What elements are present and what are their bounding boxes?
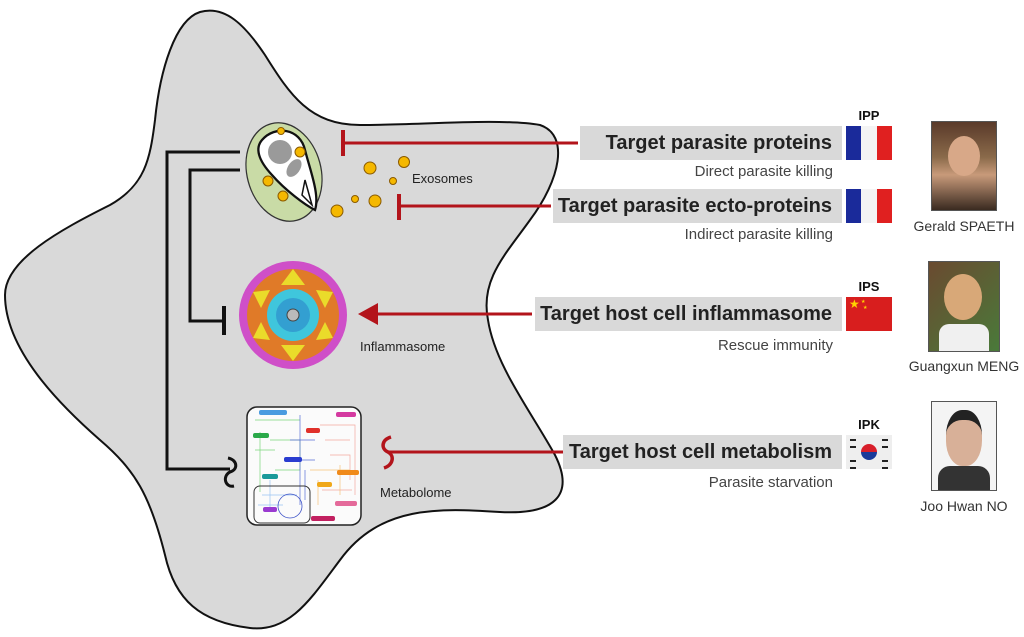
parasite-to-metabolome-line [165,150,240,471]
korea-flag-icon [846,435,892,469]
strategy-subtitle: Rescue immunity [717,337,833,354]
person-name: Joo Hwan NO [920,498,1008,514]
strategy-subtitle: Indirect parasite killing [684,226,833,243]
target-metabolism-modulation-icon [381,435,394,470]
parasite-nucleus [268,140,292,164]
institute-label-ipk: IPK [858,417,880,432]
institute-label-ipp: IPP [858,108,880,123]
person-photo-gerald-spaeth [931,121,997,211]
person-photo-joo-hwan-no [931,401,997,491]
parasite-flagellar-pocket [301,179,314,208]
exosomes-label: Exosomes [412,171,473,186]
institute-label-ips: IPS [858,279,880,294]
strategy-subtitle: Direct parasite killing [694,163,833,180]
inflammasome-label: Inflammasome [360,339,446,354]
person-name: Guangxun MENG [908,358,1020,374]
strategy-target-parasite-proteins: Target parasite proteins [580,126,842,160]
strategy-subtitle: Parasite starvation [708,474,833,491]
parasite-organelle [286,159,302,177]
exosomes [262,127,410,218]
metabolome-modulation-icon [223,456,238,488]
france-flag-icon [846,126,892,160]
parasite-to-inflammasome-line [188,168,240,323]
person-photo-guangxun-meng [928,261,1000,352]
metabolome-label: Metabolome [380,485,452,500]
strategy-target-host-cell-inflammasome: Target host cell inflammasome [535,297,842,331]
person-name: Gerald SPAETH [913,218,1015,234]
china-flag-icon: ★ ★ ★ [846,297,892,331]
france-flag-icon [846,189,892,223]
strategy-target-parasite-ecto-proteins: Target parasite ecto-proteins [553,189,842,223]
strategy-target-host-cell-metabolism: Target host cell metabolism [563,435,842,469]
metabolome-map [246,406,362,526]
target-inflammasome-arrowhead [358,303,378,325]
inflammasome-structure [239,261,347,369]
